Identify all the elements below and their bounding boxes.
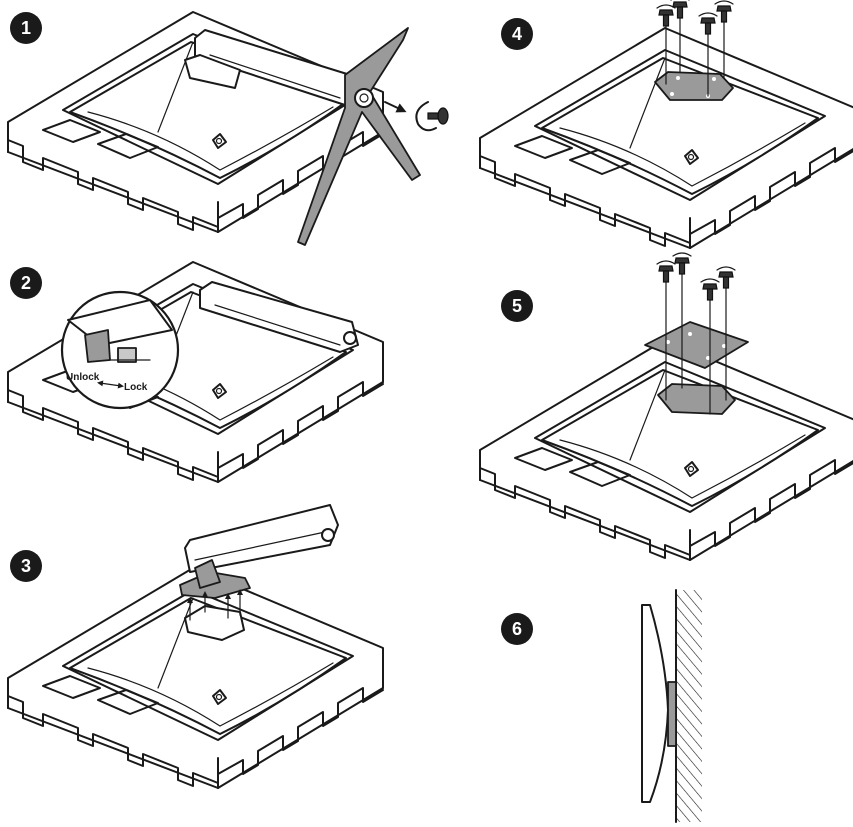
step-6-panel: 6 (501, 589, 702, 823)
step-2-panel: 2 Unlock Lock (7, 261, 384, 483)
lock-arrow-icon (97, 380, 124, 389)
stand-legs (297, 27, 421, 246)
step-4-panel: 4 (479, 0, 853, 249)
step-2-number: 2 (21, 273, 31, 293)
stand-neck (199, 281, 359, 353)
step-1-panel: 1 (7, 11, 449, 246)
step-1-number: 1 (21, 18, 31, 38)
foam-packaging-3 (7, 567, 384, 789)
step-4-badge: 4 (501, 18, 533, 50)
arrow-out-icon (384, 101, 407, 113)
screw-icon (672, 252, 692, 275)
step-6-badge: 6 (501, 613, 533, 645)
wall-mount-bracket (667, 681, 677, 747)
wall-mount-plate (644, 321, 749, 369)
monitor-side-profile (641, 604, 669, 803)
step-4-number: 4 (512, 24, 522, 44)
step-3-badge: 3 (10, 550, 42, 582)
step-6-number: 6 (512, 619, 522, 639)
screw-icon (670, 0, 690, 19)
step-1-badge: 1 (10, 12, 42, 44)
step-3-number: 3 (21, 556, 31, 576)
foam-packaging-2 (7, 261, 384, 483)
screw-icon (427, 107, 449, 125)
step-5-badge: 5 (501, 290, 533, 322)
lock-label: Lock (124, 382, 148, 393)
vesa-mount-area (654, 71, 734, 101)
screw-icon (716, 266, 736, 289)
wall-hatch (676, 590, 702, 822)
screw-icon (700, 278, 720, 301)
step-5-panel: 5 (479, 252, 853, 561)
step-3-panel: 3 (7, 504, 384, 789)
screw-icon (714, 0, 734, 23)
rotate-arrow-icon (415, 101, 437, 132)
stand-neck-lifted (184, 504, 339, 573)
screw-icon (698, 12, 718, 35)
screw-icon (656, 260, 676, 283)
unlock-label: Unlock (66, 372, 100, 383)
screws (656, 0, 734, 97)
step-5-number: 5 (512, 296, 522, 316)
step-2-badge: 2 (10, 267, 42, 299)
screw-icon (656, 4, 676, 27)
